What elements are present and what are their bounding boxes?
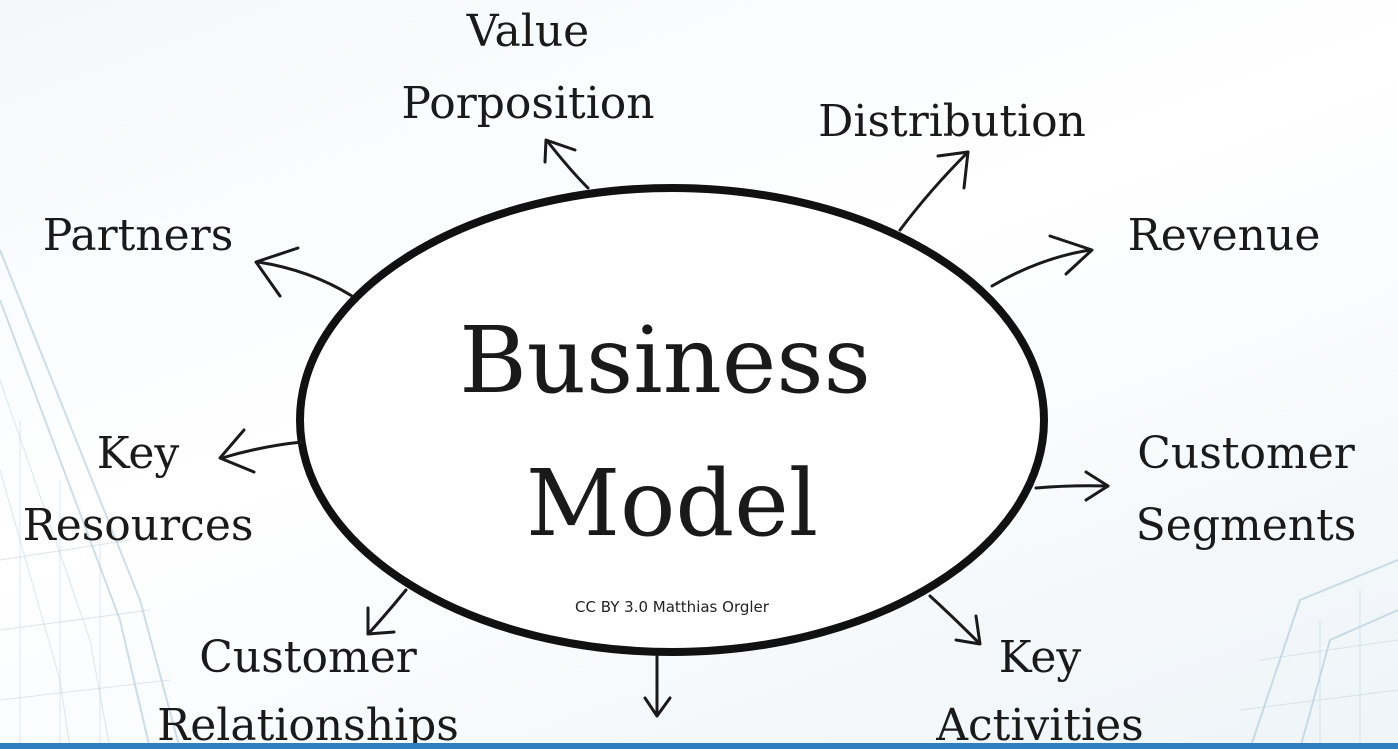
- label-revenue: Revenue: [1128, 210, 1321, 261]
- credit-text: CC BY 3.0 Matthias Orgler: [575, 598, 770, 616]
- arrow-partners: [254, 246, 354, 298]
- label-key-resources-line2: Resources: [23, 500, 254, 551]
- label-partners: Partners: [43, 210, 234, 261]
- label-distribution-line1: Distribution: [818, 96, 1086, 147]
- label-value-proposition-line2: Porposition: [401, 78, 654, 129]
- label-customer-relationships-line1: Customer: [199, 632, 418, 683]
- bottom-accent-bar: [0, 743, 1398, 749]
- label-customer-segments-line1: Customer: [1137, 428, 1356, 479]
- arrow-key-activities: [928, 594, 982, 646]
- label-revenue-line1: Revenue: [1128, 210, 1321, 261]
- label-key-activities-line2: Activities: [935, 700, 1143, 749]
- label-value-proposition: Value Porposition: [401, 6, 654, 129]
- label-customer-relationships-line2: Relationships: [157, 700, 459, 749]
- label-customer-relationships: Customer Relationships: [157, 632, 459, 749]
- arrow-value-proposition: [543, 138, 590, 190]
- label-value-proposition-line1: Value: [466, 6, 589, 57]
- arrow-bottom: [643, 654, 672, 718]
- label-key-activities: Key Activities: [935, 632, 1143, 749]
- label-partners-line1: Partners: [43, 210, 234, 261]
- label-key-activities-line1: Key: [999, 632, 1082, 683]
- label-key-resources: Key Resources: [23, 428, 254, 551]
- arrow-customer-relationships: [366, 588, 408, 636]
- label-key-resources-line1: Key: [97, 428, 180, 479]
- background-building-left: [0, 249, 181, 749]
- arrow-revenue: [990, 234, 1094, 288]
- arrow-distribution: [898, 150, 970, 232]
- arrow-key-resources: [218, 428, 304, 474]
- center-title-line1: Business: [459, 307, 871, 414]
- label-distribution: Distribution: [818, 96, 1086, 147]
- label-customer-segments: Customer Segments: [1136, 428, 1357, 551]
- arrow-customer-segments: [1034, 470, 1110, 502]
- background-building-right: [1239, 559, 1398, 749]
- center-title-line2: Model: [526, 450, 818, 557]
- business-model-ellipse: [296, 184, 1048, 656]
- label-customer-segments-line2: Segments: [1136, 500, 1357, 551]
